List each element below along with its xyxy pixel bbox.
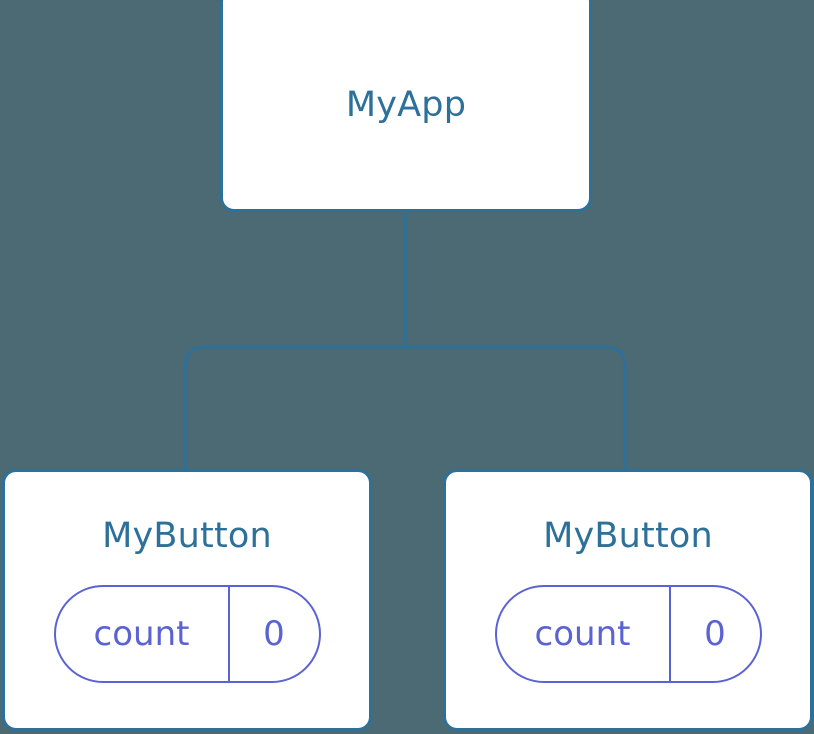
tree-node-mybutton-0[interactable]: MyButton count 0 <box>2 469 372 731</box>
tree-node-myapp[interactable]: MyApp <box>220 0 592 212</box>
node-title: MyButton <box>102 516 272 556</box>
node-title: MyButton <box>543 516 713 556</box>
state-pill-count[interactable]: count 0 <box>53 585 321 683</box>
node-title: MyApp <box>345 84 467 125</box>
state-value: 0 <box>668 587 760 681</box>
state-key: count <box>534 614 631 654</box>
state-value: 0 <box>227 587 319 681</box>
tree-node-mybutton-1[interactable]: MyButton count 0 <box>443 469 813 731</box>
state-key: count <box>93 614 190 654</box>
connector-to-child-1 <box>405 345 627 469</box>
connector-to-child-0 <box>183 345 405 469</box>
state-pill-count[interactable]: count 0 <box>494 585 762 683</box>
